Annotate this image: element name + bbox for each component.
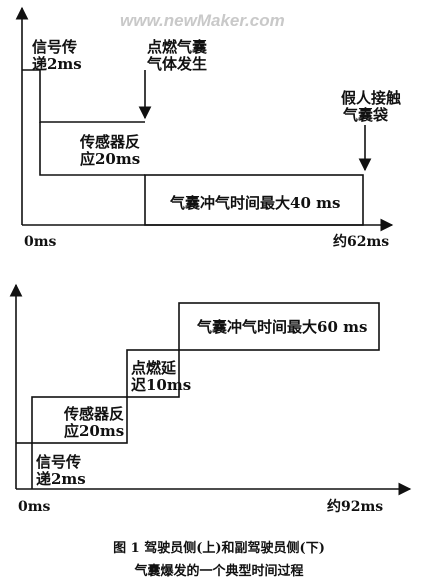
top-inflate-label: 气囊冲气时间最大40 ms <box>169 194 340 212</box>
bottom-sensor-label-2: 应20ms <box>64 422 124 440</box>
bottom-signal-label-1: 信号传 <box>36 453 81 471</box>
bottom-axis-end: 约92ms <box>327 498 383 515</box>
bottom-axis-start: 0ms <box>18 499 51 515</box>
bottom-diagram <box>9 283 412 496</box>
bottom-sensor-box <box>31 396 128 444</box>
top-contact-label-2: 气囊袋 <box>342 106 389 124</box>
top-ignition-label-2: 气体发生 <box>146 55 207 73</box>
top-sensor-label-2: 应20ms <box>80 150 140 168</box>
bottom-sensor-label-1: 传感器反 <box>63 405 124 423</box>
bottom-labels: 气囊冲气时间最大60 ms 点燃延 迟10ms 传感器反 应20ms 信号传 递… <box>18 318 383 515</box>
bottom-signal-label-2: 递2ms <box>36 470 86 488</box>
bottom-inflate-box <box>178 302 380 351</box>
top-contact-label-1: 假人接触 <box>341 89 401 107</box>
bottom-inflate-label: 气囊冲气时间最大60 ms <box>196 318 367 336</box>
top-signal-step <box>22 69 145 123</box>
top-labels: 信号传 递2ms 点燃气囊 气体发生 假人接触 气囊袋 传感器反 应20ms 气… <box>24 38 401 250</box>
bottom-ignition-label-2: 迟10ms <box>131 376 191 394</box>
top-sensor-step <box>39 122 145 176</box>
top-signal-label-2: 递2ms <box>32 55 82 73</box>
top-inflate-box <box>144 174 364 226</box>
top-ignition-label-1: 点燃气囊 <box>147 38 208 56</box>
watermark: www.newMaker.com <box>120 11 285 30</box>
top-axis-end: 约62ms <box>333 233 389 250</box>
bottom-ignition-label-1: 点燃延 <box>131 359 177 377</box>
top-axis-start: 0ms <box>24 234 57 250</box>
top-sensor-label-1: 传感器反 <box>79 133 140 151</box>
caption-line-1: 图 1 驾驶员侧(上)和副驾驶员侧(下) <box>113 540 325 556</box>
caption-line-2: 气囊爆发的一个典型时间过程 <box>134 563 303 579</box>
top-diagram <box>15 6 394 232</box>
bottom-ignition-box <box>126 349 180 398</box>
top-signal-label-1: 信号传 <box>32 38 77 56</box>
